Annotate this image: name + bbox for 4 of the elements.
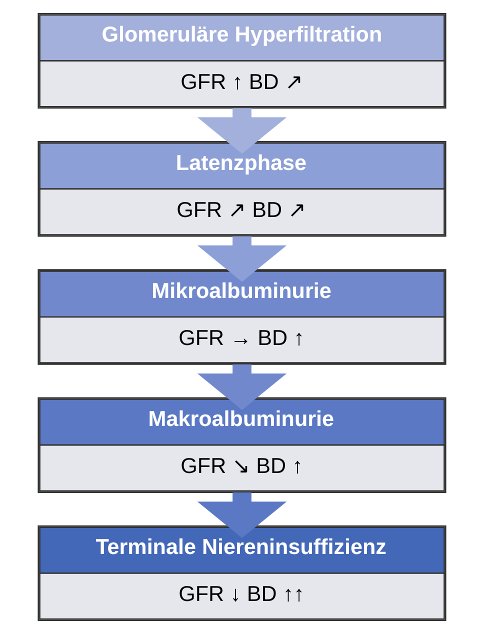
arrow bbox=[197, 108, 287, 154]
arrow bbox=[197, 364, 287, 410]
arrow bbox=[197, 236, 287, 282]
arrow bbox=[197, 492, 287, 538]
